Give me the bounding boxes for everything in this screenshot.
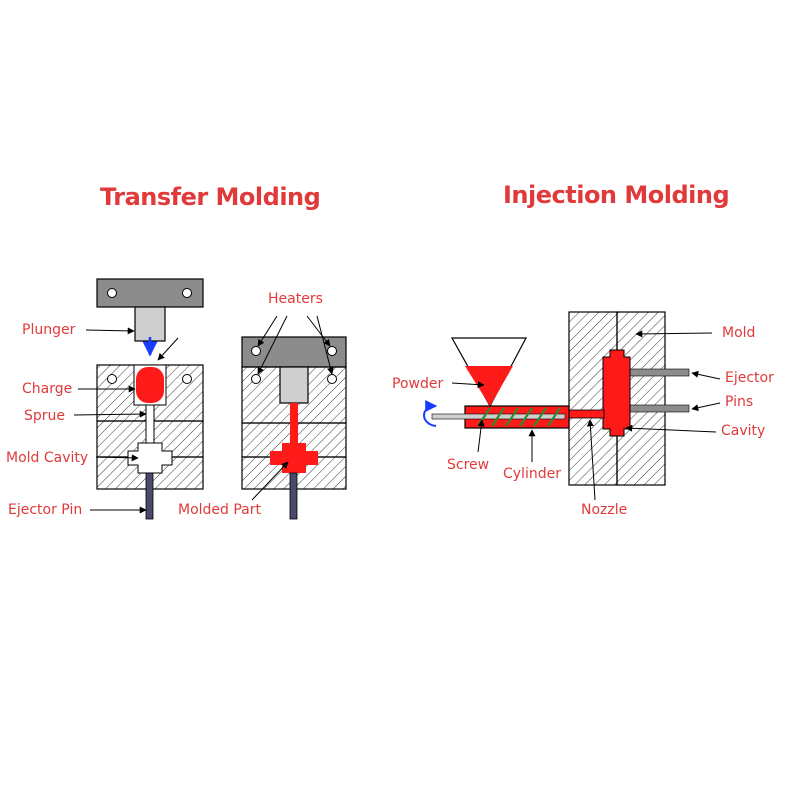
injection-machine xyxy=(423,311,690,486)
label-cylinder: Cylinder xyxy=(503,466,561,482)
label-pins: Pins xyxy=(725,394,753,410)
label-plunger: Plunger xyxy=(22,322,76,338)
plunger-bolt-left xyxy=(107,288,117,298)
arrow-plunger xyxy=(85,327,135,335)
heater-hole-mid-left xyxy=(251,374,261,384)
sprue-filled xyxy=(290,403,298,445)
label-ejector: Ejector xyxy=(725,370,774,386)
mold-cavity-shape xyxy=(127,442,173,474)
heater-hole-top-right xyxy=(327,346,337,356)
sprue-channel xyxy=(145,404,155,446)
arrow-heater-3 xyxy=(306,315,331,347)
transfer-press-before xyxy=(96,278,204,520)
arrow-plunger-tip xyxy=(157,337,179,361)
arrow-powder xyxy=(451,381,485,389)
injection-cavity xyxy=(602,349,631,437)
label-powder: Powder xyxy=(392,376,443,392)
heater-hole-mid-right xyxy=(327,374,337,384)
label-heaters: Heaters xyxy=(268,291,323,307)
heater-hole-right xyxy=(182,374,192,384)
charge-blob xyxy=(136,367,164,403)
arrow-mold-cavity xyxy=(95,454,139,462)
arrow-nozzle xyxy=(586,419,596,501)
screw-rotation-arrow xyxy=(423,400,438,427)
plunger-bolt-right xyxy=(182,288,192,298)
nozzle-channel xyxy=(565,409,605,419)
injection-leader-arrows xyxy=(451,330,721,501)
label-cavity: Cavity xyxy=(721,423,765,439)
arrow-pins xyxy=(691,402,721,412)
label-molded-part: Molded Part xyxy=(178,502,262,518)
label-nozzle: Nozzle xyxy=(581,502,627,518)
label-screw: Screw xyxy=(447,457,489,473)
heater-hole-left xyxy=(107,374,117,384)
label-mold: Mold xyxy=(722,325,755,341)
hopper-powder xyxy=(465,366,513,406)
label-sprue: Sprue xyxy=(24,408,65,424)
arrow-heater-4 xyxy=(316,315,334,375)
arrow-cavity xyxy=(625,424,717,433)
ejector-pin-right xyxy=(289,472,298,520)
arrow-screw xyxy=(477,419,485,453)
plunger-rod xyxy=(134,306,166,342)
transfer-leader-arrows xyxy=(73,315,334,514)
injection-molding-title: Injection Molding xyxy=(503,181,729,209)
plunger-rod-after xyxy=(279,366,309,404)
arrow-heater-2 xyxy=(257,315,288,375)
ejector-pin-upper xyxy=(626,368,690,377)
ejector-pin-left xyxy=(145,472,154,520)
arrow-molded-part xyxy=(251,461,289,501)
arrow-mold xyxy=(635,330,713,338)
ejector-pin-lower xyxy=(626,404,690,413)
label-ejector-pin: Ejector Pin xyxy=(8,502,82,518)
transfer-molding-title: Transfer Molding xyxy=(100,183,320,211)
screw-flights xyxy=(477,407,561,427)
arrow-heater-1 xyxy=(257,315,278,347)
arrow-ejector xyxy=(691,370,721,380)
arrow-sprue xyxy=(73,410,147,418)
transfer-press-after xyxy=(241,336,347,520)
label-mold-cavity: Mold Cavity xyxy=(6,450,88,466)
heater-hole-top-left xyxy=(251,346,261,356)
label-charge: Charge xyxy=(22,381,72,397)
